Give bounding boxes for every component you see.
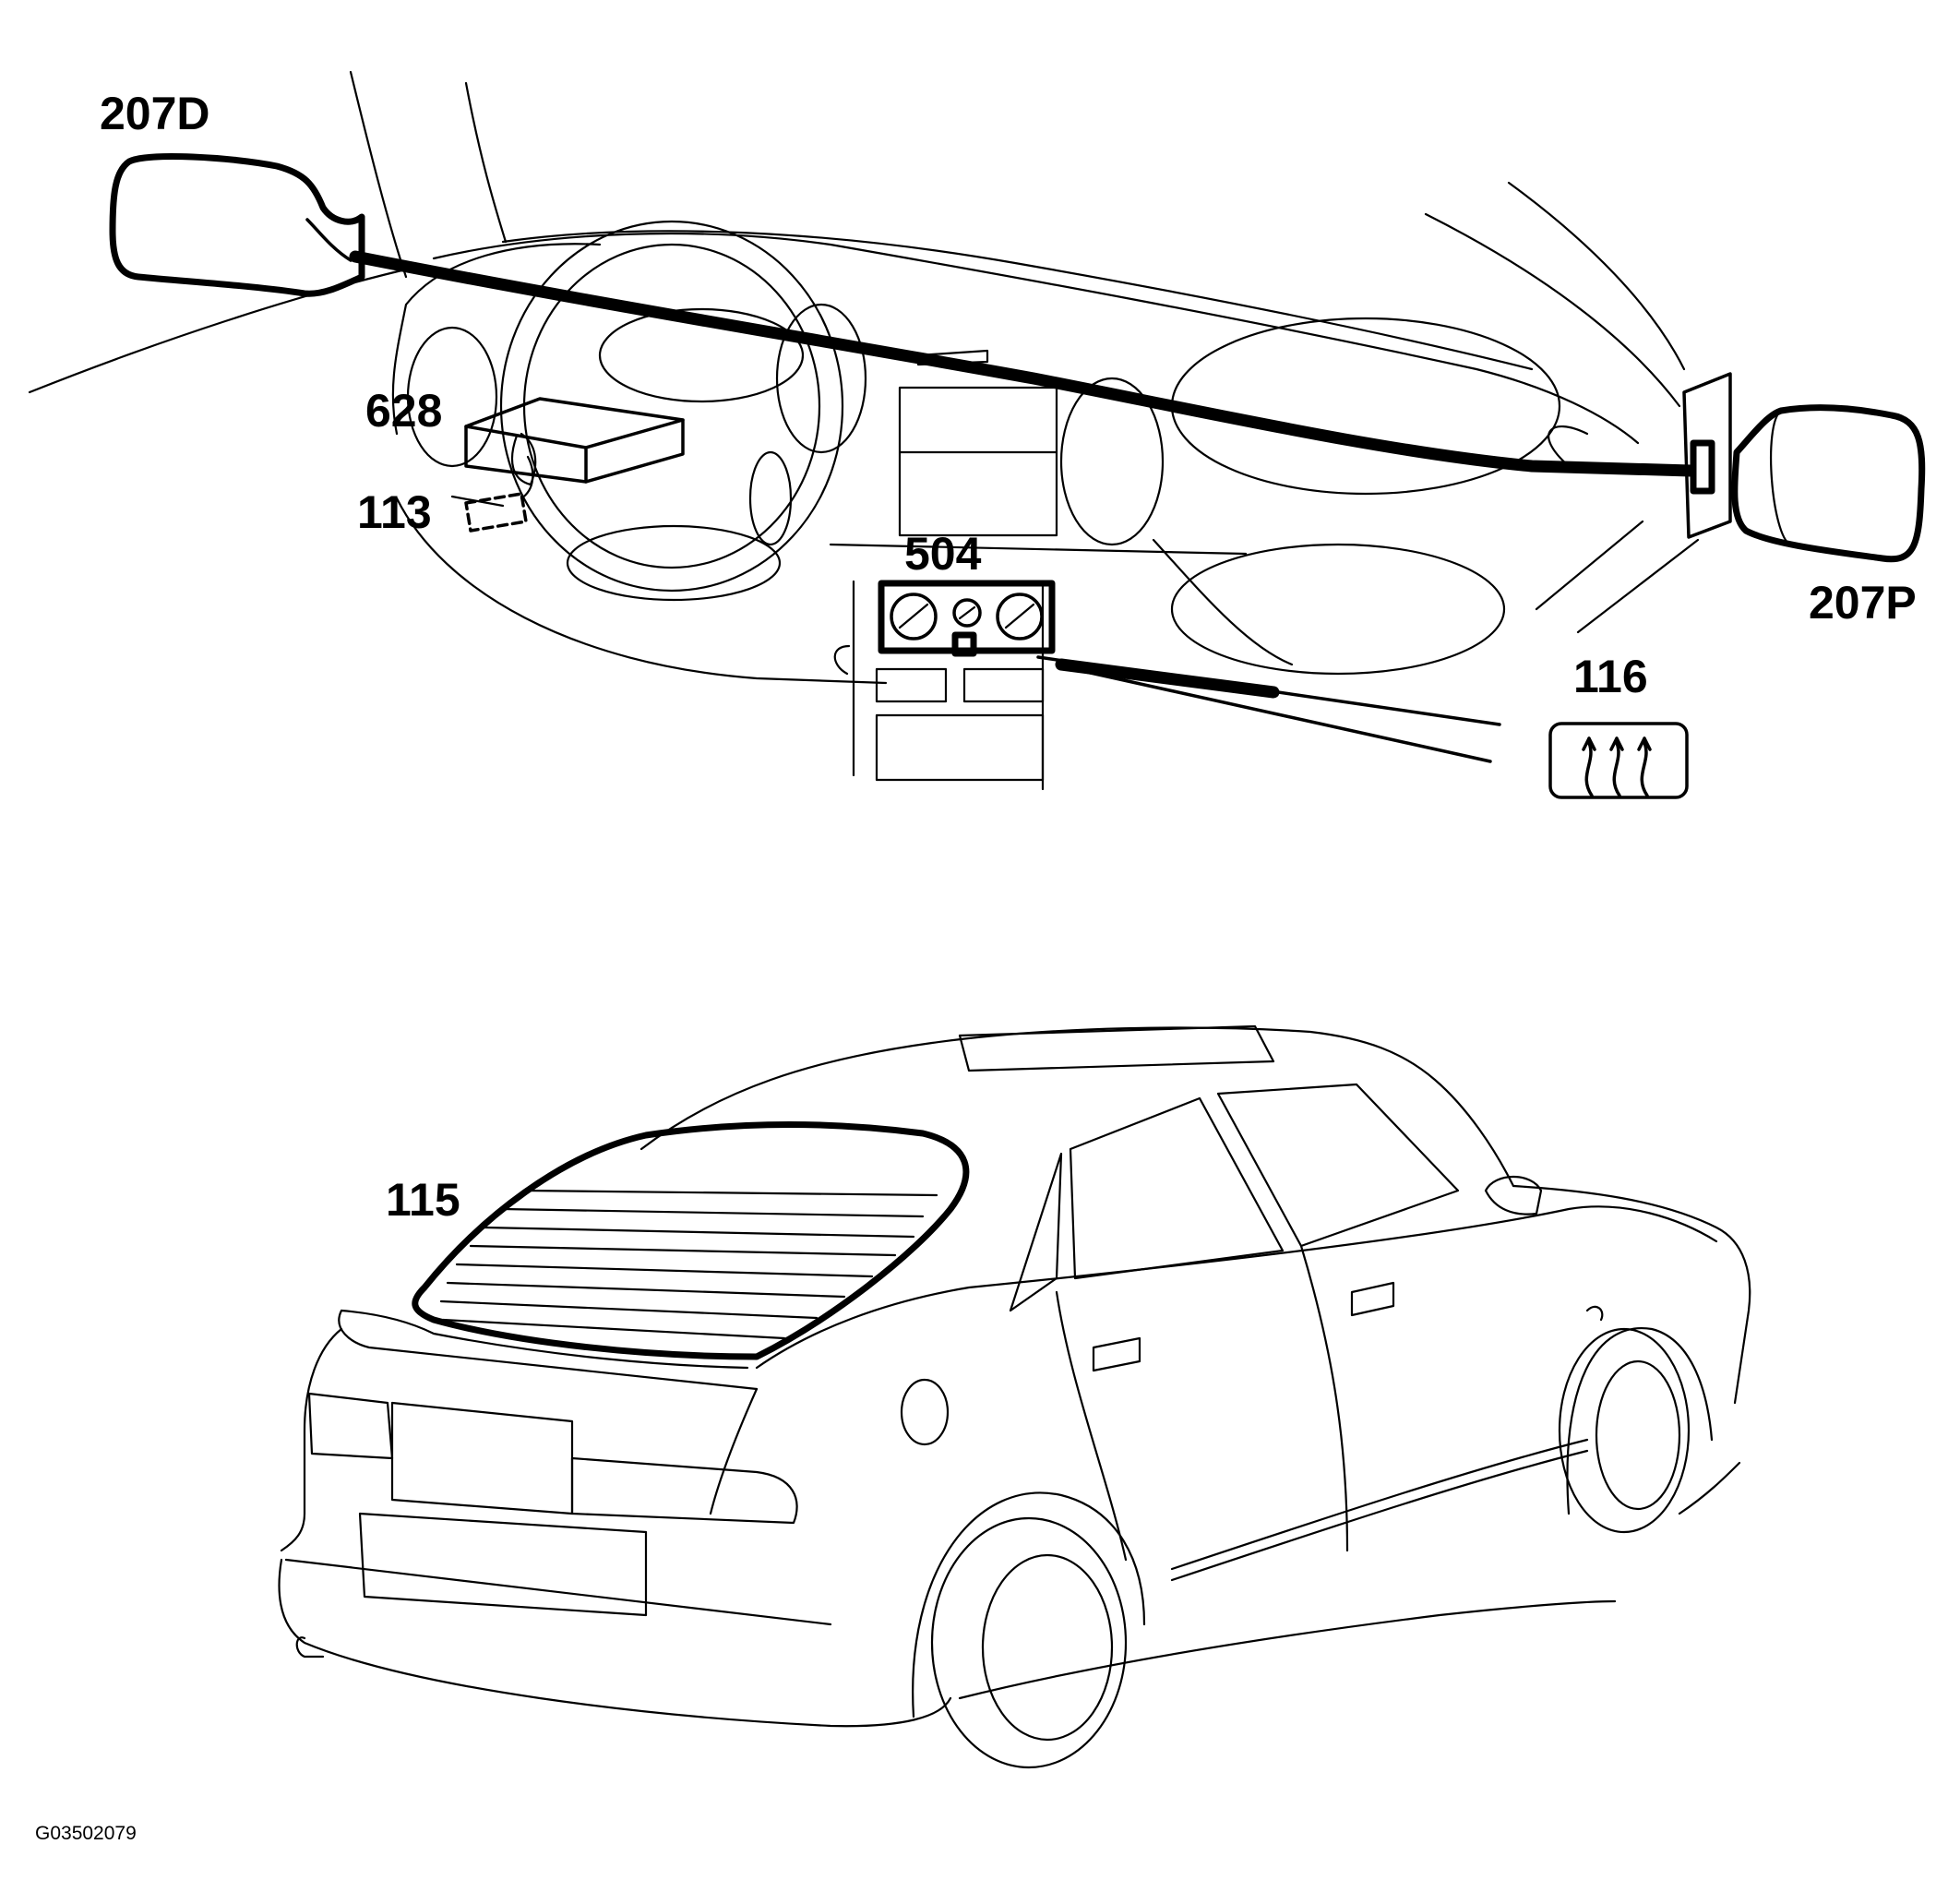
glovebox-bulge [1170,317,1561,496]
gauge-right [775,303,867,454]
right-door-line [1535,520,1644,611]
lower-dash [395,497,888,685]
wiring-harness [349,250,1697,477]
left-door-sill [28,266,415,394]
driver-mirror [109,153,365,297]
instrument-cowl [391,243,602,436]
center-vent-top [916,349,989,366]
exhaust [295,1636,325,1659]
label-113: 113 [357,486,432,538]
module-628-box [464,397,685,486]
tail-light-left [307,1392,394,1460]
label-207d: 207D [100,88,210,139]
steering-wheel-outer [499,220,844,593]
rear-door-handle [1092,1336,1141,1372]
leader-113 [450,495,505,508]
figure-id: G03502079 [35,1823,137,1844]
dash-top [432,232,1640,445]
center-vent [898,386,1058,537]
console-button-2 [962,667,1045,703]
license-plate-area [390,1401,574,1515]
side-mirror [1484,1175,1543,1215]
lower-dash-right [1152,538,1294,666]
side-body-bottom [958,1461,1741,1700]
front-door-window [1216,1083,1460,1248]
rear-door-edge [1055,1290,1128,1562]
label-628: 628 [365,385,442,437]
harness-loop-right [1548,425,1589,468]
rear-wheel-arch [912,1491,1146,1718]
side-body-top [755,1205,1718,1370]
rear-spoiler [338,1309,759,1391]
gauge-left [406,326,498,468]
label-115: 115 [386,1174,460,1226]
dashboard-view [28,70,1926,799]
rear-wheel-rim [981,1553,1114,1742]
rear-window-heater-lines [439,1189,938,1340]
front-door-handle [1350,1281,1395,1317]
rear-window-outline [412,1121,970,1360]
harness-left-branch [305,218,353,262]
right-a-pillar [1424,212,1681,408]
roof-line [639,1026,1515,1188]
spoke-left [748,450,793,546]
part-113 [464,455,534,533]
rear-bumper [278,1558,952,1728]
label-504: 504 [904,528,982,580]
door-split [1299,1244,1349,1552]
gauge-center [598,307,805,403]
fuel-door [900,1378,950,1446]
rear-car-view [278,1024,1751,1769]
passenger-kneepad [1170,543,1506,676]
wire-504-116-c [1059,665,1492,763]
rear-body [280,1327,759,1552]
console-button-1 [875,667,948,703]
label-116: 116 [1573,651,1648,702]
tail-light-right [570,1456,798,1525]
side-molding [1170,1438,1589,1582]
rear-defrost-icon [1548,722,1689,799]
right-a-pillar-inner [1507,181,1686,371]
label-207p: 207P [1809,577,1917,629]
front-wheel-rim [1595,1359,1681,1511]
dash-top-rear [501,230,1534,371]
center-console [833,580,1045,791]
sunroof [958,1024,1275,1072]
right-vent [1059,377,1165,546]
rear-door-window [1069,1096,1285,1280]
climate-control-panel [878,580,1056,657]
left-a-pillar-inner [464,81,508,244]
rear-quarter-window [1009,1152,1063,1312]
dash-lower-line [829,543,1248,556]
trunk-lower [358,1512,648,1617]
right-door-line-2 [1576,538,1700,634]
rear-wheel [930,1516,1128,1769]
airbag-pad [566,524,782,602]
left-a-pillar [349,70,408,279]
passenger-mirror [1682,372,1926,563]
console-slot [875,713,1045,782]
front-wheel-arch [1566,1326,1714,1515]
front-end [1512,1184,1751,1405]
wire-504-116-b [1055,658,1280,699]
front-marker [1585,1305,1604,1322]
front-wheel [1558,1327,1691,1534]
